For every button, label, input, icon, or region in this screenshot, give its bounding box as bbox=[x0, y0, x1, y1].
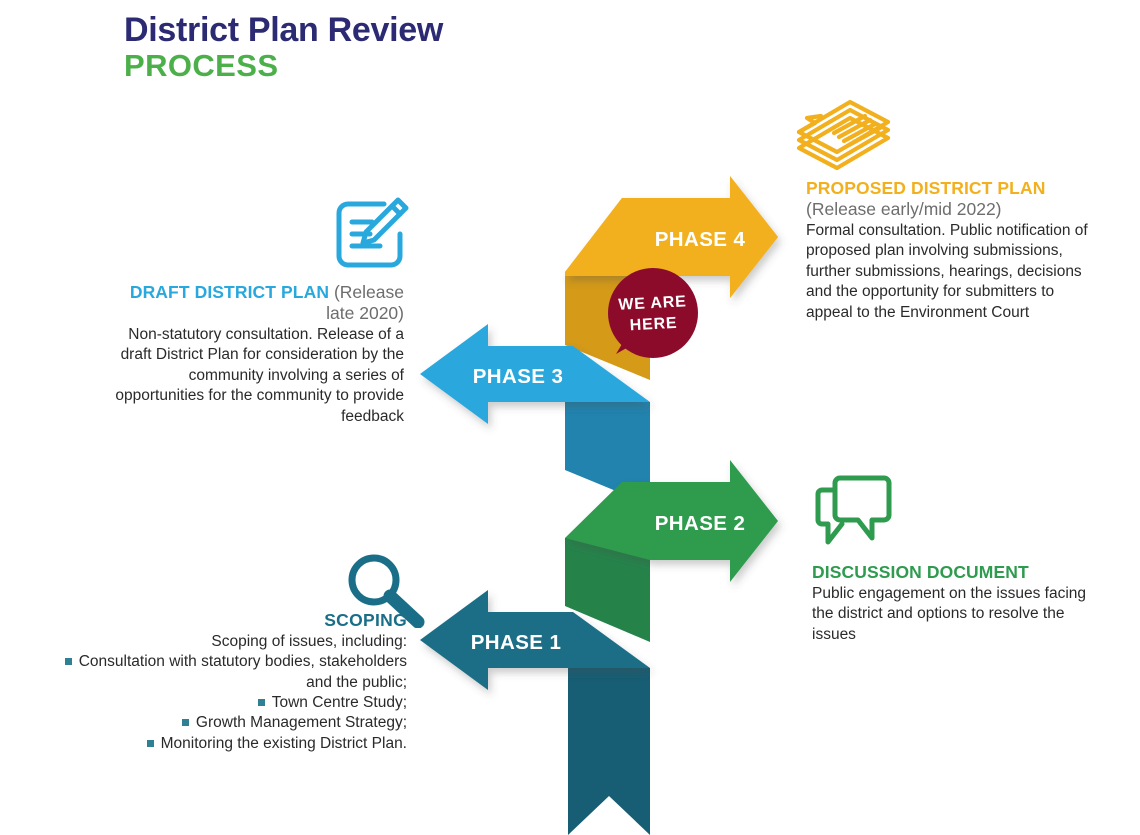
scoping-bullet-list: Consultation with statutory bodies, stak… bbox=[62, 652, 407, 754]
block-draft-district-plan: DRAFT DISTRICT PLAN (Release late 2020) … bbox=[104, 282, 404, 427]
badge-line-1: WE ARE bbox=[618, 293, 687, 314]
phase-2-arrow-shape bbox=[565, 460, 778, 582]
magnifier-icon bbox=[348, 554, 425, 628]
title-line-2: PROCESS bbox=[124, 47, 279, 83]
discussion-heading: DISCUSSION DOCUMENT bbox=[812, 562, 1029, 582]
bullet-square-icon bbox=[257, 699, 265, 706]
phase-2-tail-fold bbox=[565, 538, 650, 642]
list-item: Consultation with statutory bodies, stak… bbox=[62, 652, 407, 693]
block-scoping: SCOPING Scoping of issues, including: Co… bbox=[62, 610, 407, 754]
bullet-square-icon bbox=[64, 658, 72, 666]
phase-2-label: PHASE 2 bbox=[655, 512, 746, 535]
badge-circle bbox=[608, 268, 698, 358]
phase-1-label: PHASE 1 bbox=[471, 631, 562, 654]
bullet-square-icon bbox=[181, 719, 189, 727]
speech-bubbles-icon bbox=[815, 475, 892, 545]
proposed-release: (Release early/mid 2022) bbox=[806, 199, 1002, 219]
list-item: Town Centre Study; bbox=[62, 693, 407, 713]
stacked-papers-icon bbox=[796, 99, 891, 171]
phase-1-arrow[interactable]: PHASE 1 bbox=[420, 590, 650, 835]
phase-1-arrow-shape bbox=[420, 590, 650, 690]
scoping-intro: Scoping of issues, including: bbox=[211, 632, 407, 650]
draft-heading-row: DRAFT DISTRICT PLAN (Release late 2020) bbox=[104, 282, 404, 324]
phase-4-label: PHASE 4 bbox=[655, 228, 746, 251]
badge-line-2: HERE bbox=[629, 315, 677, 334]
draft-heading: DRAFT DISTRICT PLAN bbox=[129, 282, 330, 302]
list-item: Growth Management Strategy; bbox=[62, 713, 407, 733]
page-title: District Plan Review PROCESS bbox=[124, 12, 443, 83]
title-line-1: District Plan Review bbox=[124, 11, 444, 49]
block-discussion-document: DISCUSSION DOCUMENT Public engagement on… bbox=[812, 562, 1100, 645]
proposed-body: Formal consultation. Public notification… bbox=[806, 222, 1088, 321]
phase-4-arrow[interactable]: PHASE 4 bbox=[565, 176, 778, 380]
list-item: Monitoring the existing District Plan. bbox=[62, 734, 407, 754]
scoping-bullet-text: Growth Management Strategy; bbox=[195, 714, 407, 732]
document-pencil-icon bbox=[336, 197, 409, 268]
draft-body: Non-statutory consultation. Release of a… bbox=[115, 326, 404, 425]
phase-3-label: PHASE 3 bbox=[473, 365, 564, 388]
phase-3-arrow[interactable]: PHASE 3 bbox=[420, 324, 650, 505]
phase-2-arrow[interactable]: PHASE 2 bbox=[565, 460, 778, 642]
proposed-heading: PROPOSED DISTRICT PLAN bbox=[806, 178, 1046, 198]
phase-3-tail-fold bbox=[565, 402, 650, 505]
proposed-heading-row: PROPOSED DISTRICT PLAN (Release early/mi… bbox=[806, 178, 1096, 220]
we-are-here-badge[interactable]: WE ARE HERE bbox=[588, 268, 718, 378]
block-proposed-district-plan: PROPOSED DISTRICT PLAN (Release early/mi… bbox=[806, 178, 1096, 323]
ribbon-swallowtail-end bbox=[568, 668, 650, 835]
scoping-bullet-text: Consultation with statutory bodies, stak… bbox=[78, 653, 407, 691]
scoping-bullet-text: Town Centre Study; bbox=[271, 694, 407, 711]
scoping-bullet-text: Monitoring the existing District Plan. bbox=[160, 734, 407, 752]
discussion-body: Public engagement on the issues facing t… bbox=[812, 584, 1087, 643]
draft-release: (Release late 2020) bbox=[326, 282, 404, 323]
bullet-square-icon bbox=[146, 739, 154, 747]
phase-3-arrow-shape bbox=[420, 324, 650, 424]
scoping-heading: SCOPING bbox=[324, 610, 407, 630]
phase-4-arrow-fill bbox=[565, 176, 778, 298]
